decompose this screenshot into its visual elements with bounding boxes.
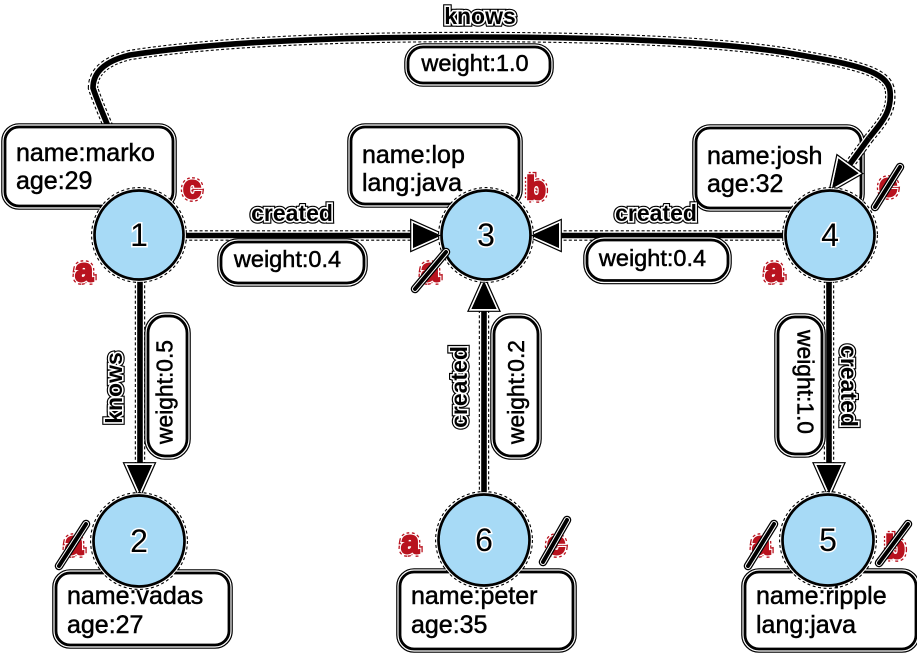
svg-text:weight:1.0: weight:1.0 [420,50,528,76]
svg-text:name:josh: name:josh [707,142,822,170]
svg-text:1: 1 [130,217,148,253]
svg-text:age:27: age:27 [67,611,143,639]
svg-text:5: 5 [819,522,837,558]
svg-text:lang:java: lang:java [362,169,462,197]
svg-text:3: 3 [477,217,495,253]
svg-text:1: 1 [130,217,148,253]
svg-text:lang:java: lang:java [756,611,856,639]
svg-text:age:35: age:35 [411,611,487,639]
svg-text:weight:0.4: weight:0.4 [233,246,341,272]
svg-text:5: 5 [819,522,837,558]
svg-text:4: 4 [821,217,839,253]
svg-text:2: 2 [130,523,148,559]
svg-text:3: 3 [477,217,495,253]
svg-text:2: 2 [130,523,148,559]
svg-text:weight:0.4: weight:0.4 [598,245,706,271]
svg-text:age:32: age:32 [707,170,783,198]
svg-text:weight:1.0: weight:1.0 [793,329,819,434]
svg-text:6: 6 [475,522,493,558]
svg-text:weight:0.2: weight:0.2 [503,340,529,445]
svg-text:name:vadas: name:vadas [67,582,203,610]
svg-text:4: 4 [821,217,839,253]
svg-text:weight:0.5: weight:0.5 [152,340,178,445]
svg-text:name:marko: name:marko [16,139,155,167]
svg-text:name:peter: name:peter [411,582,537,610]
svg-text:name:ripple: name:ripple [756,582,887,610]
svg-text:age:29: age:29 [16,167,92,195]
svg-text:name:lop: name:lop [362,141,465,169]
svg-text:6: 6 [475,522,493,558]
